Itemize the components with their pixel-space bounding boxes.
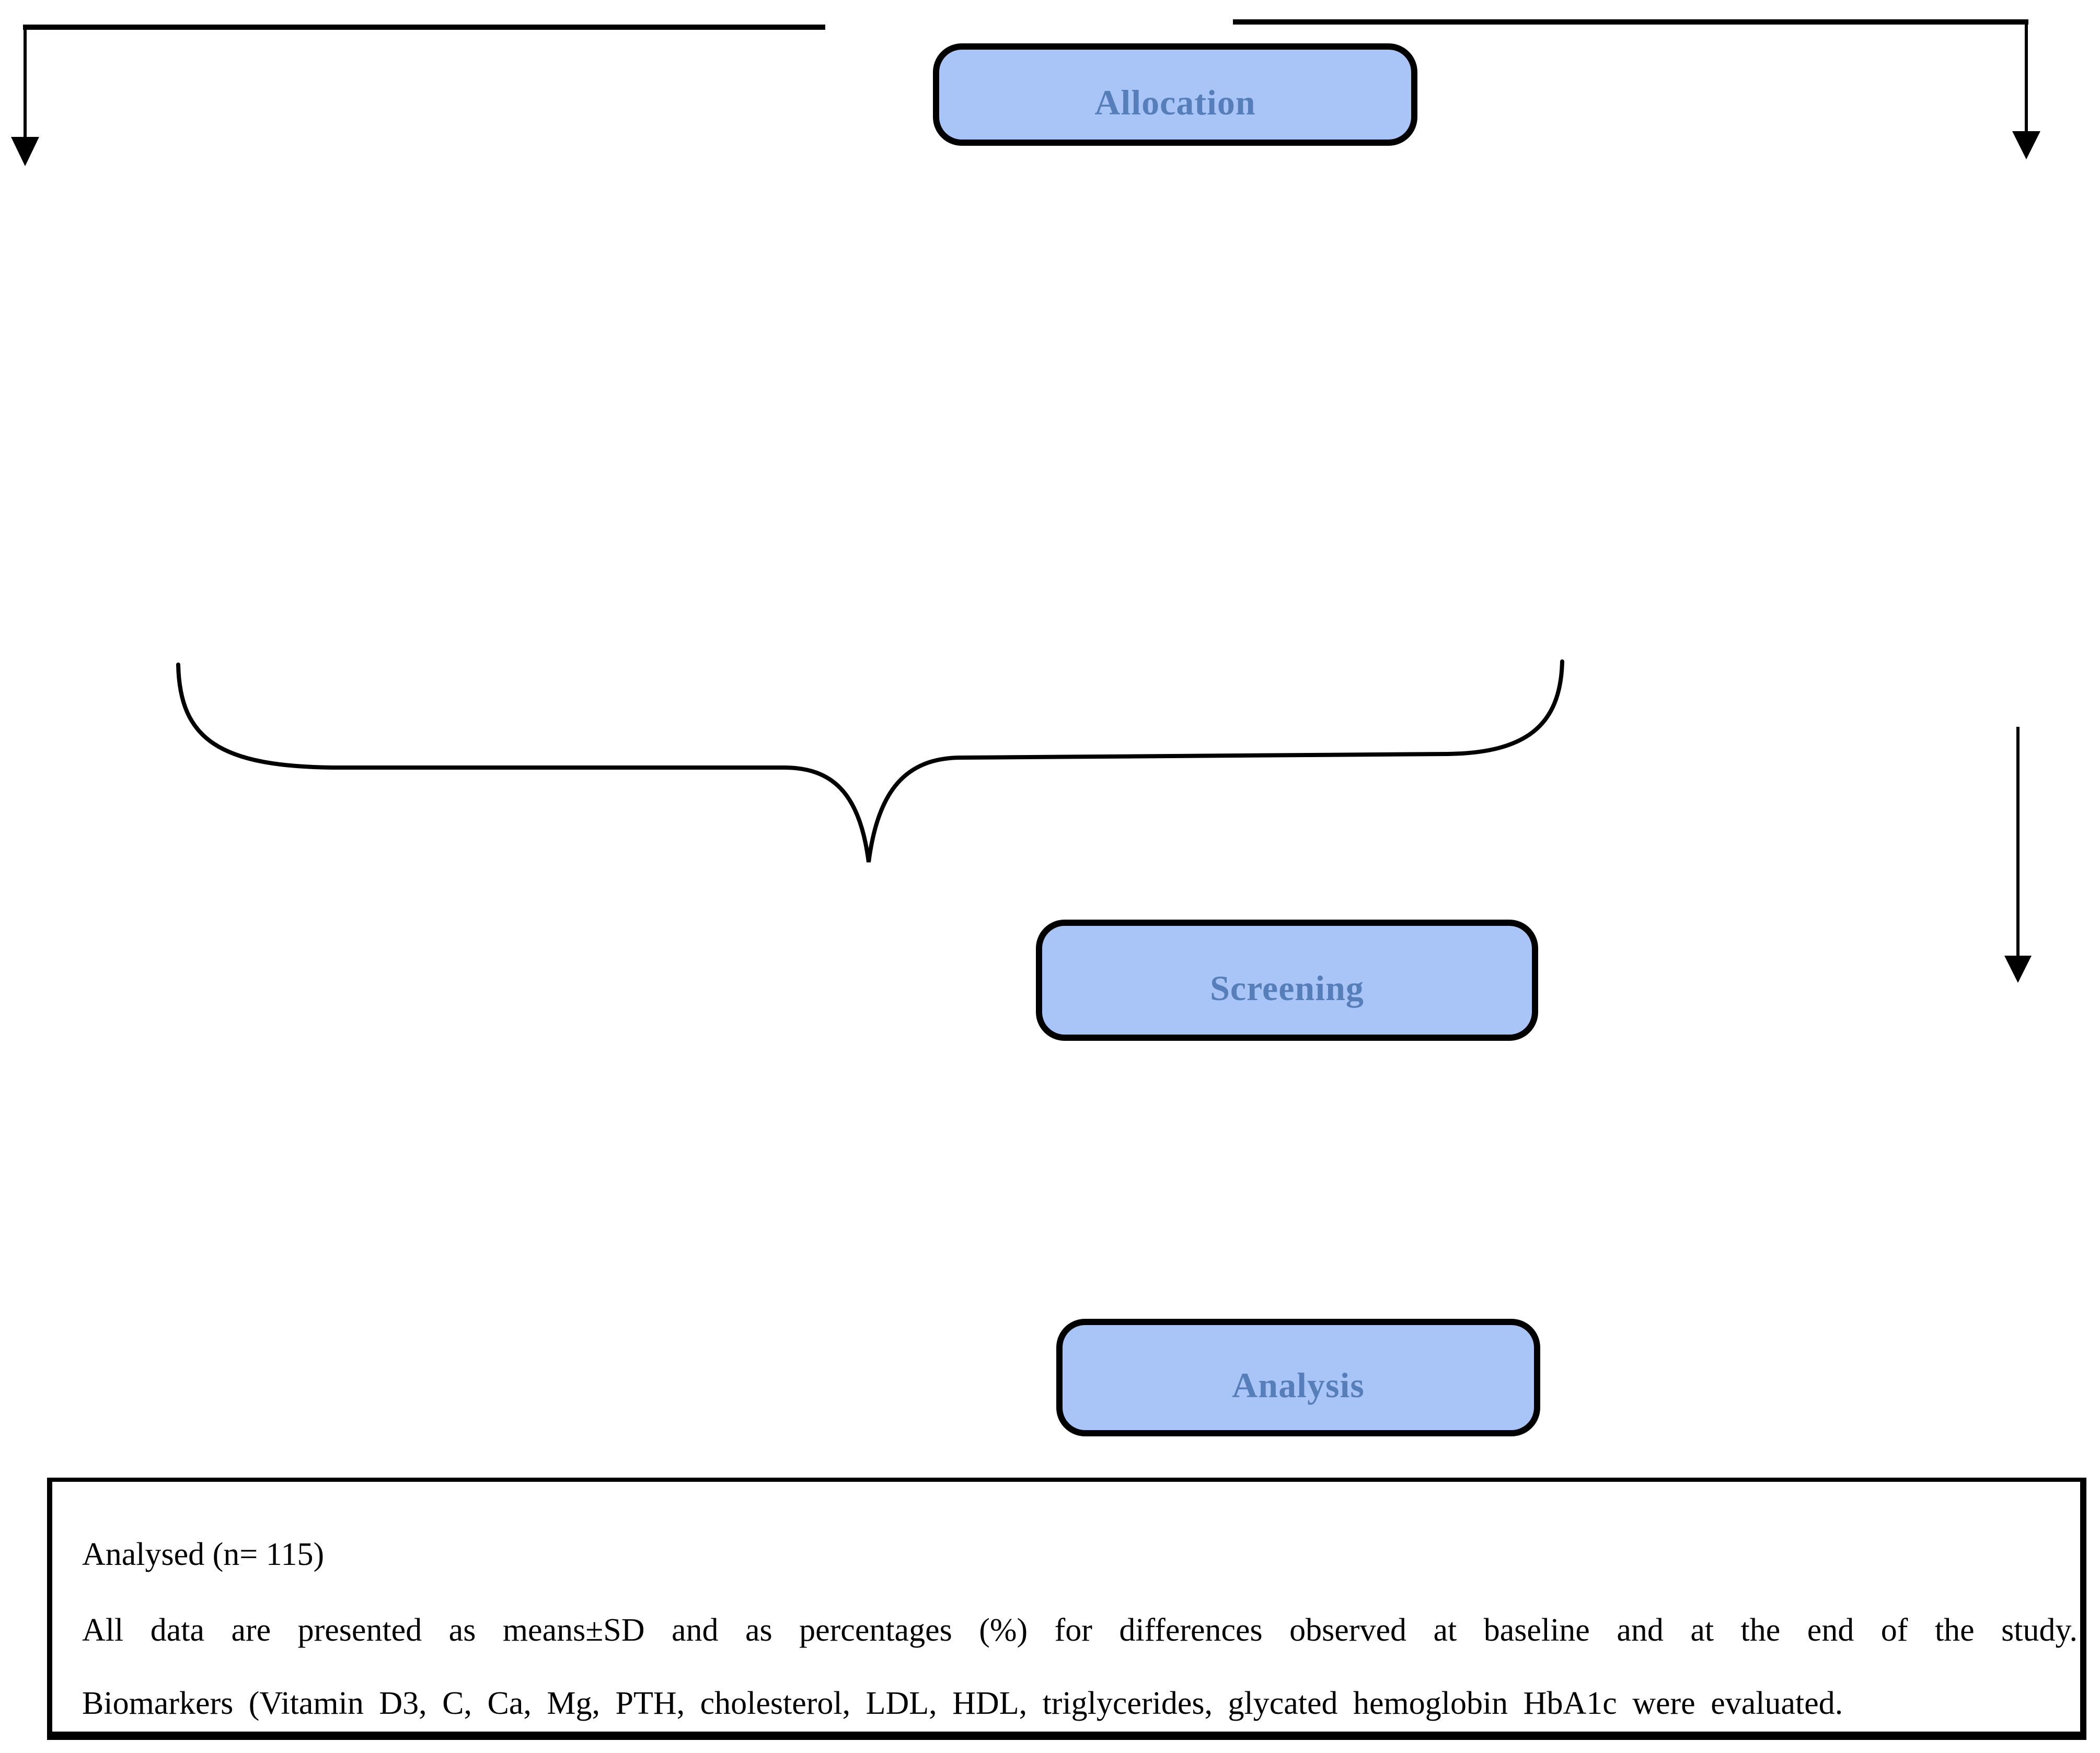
screening-stage-box: Screening (1036, 920, 1538, 1041)
biomarkers-text: Biomarkers (Vitamin D3, C, Ca, Mg, PTH, … (82, 1686, 1843, 1721)
right-down-arrow (2004, 727, 2032, 983)
arrowhead-down-icon (11, 137, 39, 166)
analysis-stage-box: Analysis (1056, 1319, 1540, 1436)
analysis-note-box: Analysed (n= 115) All data are presented… (47, 1478, 2086, 1740)
right-elbow-down-arrow (1233, 19, 2040, 159)
arrowhead-down-icon (2012, 131, 2040, 159)
data-presentation-text: All data are presented as means±SD and a… (82, 1612, 2078, 1648)
downward-curly-brace-icon (176, 659, 1564, 863)
allocation-stage-box: Allocation (933, 43, 1417, 146)
screening-stage-label: Screening (1210, 968, 1364, 1008)
left-elbow-down-arrow (11, 25, 825, 166)
analysis-stage-label: Analysis (1232, 1365, 1365, 1405)
arrowhead-down-icon (2004, 956, 2032, 983)
analysed-count-text: Analysed (n= 115) (82, 1537, 325, 1572)
allocation-stage-label: Allocation (1094, 82, 1256, 122)
